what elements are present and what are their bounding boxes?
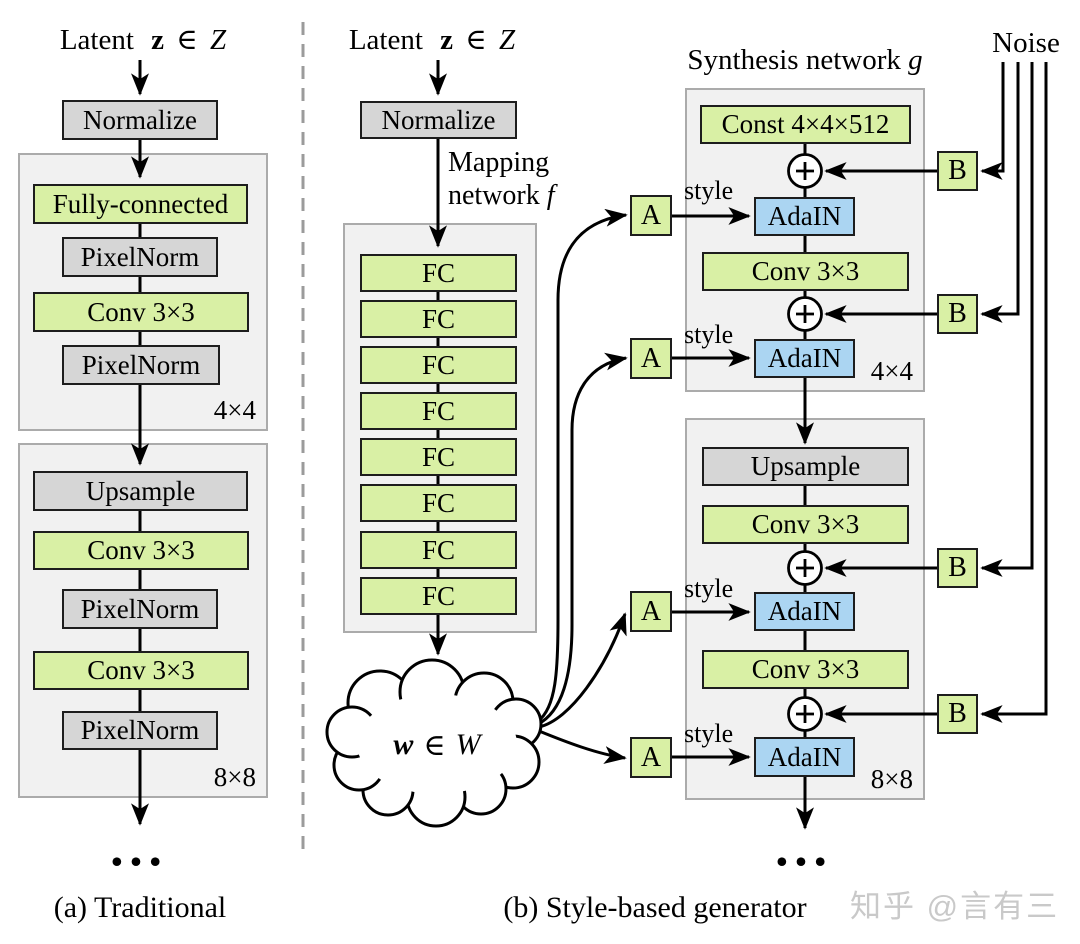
pixelnorm-box: PixelNorm	[62, 237, 218, 277]
latent-title-a: Latent z ∈ Z	[59, 24, 227, 56]
const-box: Const 4×4×512	[700, 105, 911, 144]
w-to-a4-arrow	[538, 729, 627, 764]
fc-box: FC	[360, 254, 517, 292]
normalize-box-a: Normalize	[62, 100, 218, 140]
noise-label: Noise	[992, 27, 1060, 59]
noise-line-1	[980, 62, 1005, 180]
watermark: 知乎 @言有三	[850, 889, 1060, 924]
normalize-box-b: Normalize	[360, 101, 517, 139]
fc-box: FC	[360, 346, 517, 384]
noise-add-icon	[787, 153, 823, 189]
w-to-a3-arrow	[538, 612, 627, 729]
upsample-box: Upsample	[702, 447, 909, 486]
noise-add-icon	[787, 550, 823, 586]
style-label: style	[684, 176, 734, 205]
fc-box: FC	[360, 484, 517, 522]
conv3x3-box: Conv 3×3	[33, 651, 249, 690]
w-to-a2-arrow	[537, 352, 628, 726]
mapping-network-label: Mapping network f	[448, 147, 555, 211]
fc-box: FC	[360, 392, 517, 430]
noise-b-box: B	[937, 151, 978, 191]
noise-b-box: B	[937, 294, 978, 334]
ellipsis-a: •••	[111, 843, 169, 879]
w-cloud	[325, 658, 543, 828]
pixelnorm-box: PixelNorm	[62, 711, 218, 750]
style-label: style	[684, 719, 734, 748]
fc-box: FC	[360, 531, 517, 569]
latent-title-b: Latent z ∈ Z	[348, 24, 516, 56]
noise-b-box: B	[937, 548, 978, 588]
adain-box: AdaIN	[754, 339, 855, 378]
upsample-box: Upsample	[33, 471, 248, 511]
resolution-label: 4×4	[213, 395, 256, 425]
adain-box: AdaIN	[754, 197, 855, 236]
noise-b-box: B	[937, 694, 978, 734]
resolution-label: 4×4	[870, 356, 913, 386]
resolution-label: 8×8	[213, 762, 256, 792]
resolution-label: 8×8	[870, 764, 913, 794]
noise-line-2	[980, 62, 1020, 323]
synthesis-title: Synthesis network g	[687, 44, 923, 76]
conv3x3-box: Conv 3×3	[702, 505, 909, 544]
adain-box: AdaIN	[754, 592, 855, 631]
pixelnorm-box: PixelNorm	[62, 589, 218, 629]
w-to-a1-arrow	[537, 208, 628, 723]
conv3x3-box: Conv 3×3	[702, 252, 909, 291]
affine-a-box: A	[630, 338, 672, 379]
fc-box: FC	[360, 438, 517, 476]
noise-add-icon	[787, 296, 823, 332]
fc-box: FC	[360, 577, 517, 615]
fc-box: FC	[360, 300, 517, 338]
style-label: style	[684, 574, 734, 603]
noise-add-icon	[787, 696, 823, 732]
ellipsis-b: •••	[776, 843, 834, 879]
style-label: style	[684, 320, 734, 349]
conv3x3-box: Conv 3×3	[33, 531, 249, 570]
caption-b: (b) Style-based generator	[503, 891, 807, 924]
affine-a-box: A	[630, 737, 672, 778]
fully-connected-box: Fully-connected	[33, 184, 248, 224]
affine-a-box: A	[630, 195, 672, 236]
pixelnorm-box: PixelNorm	[62, 345, 220, 385]
noise-line-4	[980, 62, 1048, 723]
affine-a-box: A	[630, 591, 672, 632]
adain-box: AdaIN	[754, 737, 855, 777]
w-space-label: w ∈ W	[393, 728, 481, 762]
conv3x3-box: Conv 3×3	[702, 650, 909, 689]
caption-a: (a) Traditional	[53, 891, 227, 924]
noise-line-3	[980, 62, 1034, 577]
conv3x3-box: Conv 3×3	[33, 292, 249, 332]
